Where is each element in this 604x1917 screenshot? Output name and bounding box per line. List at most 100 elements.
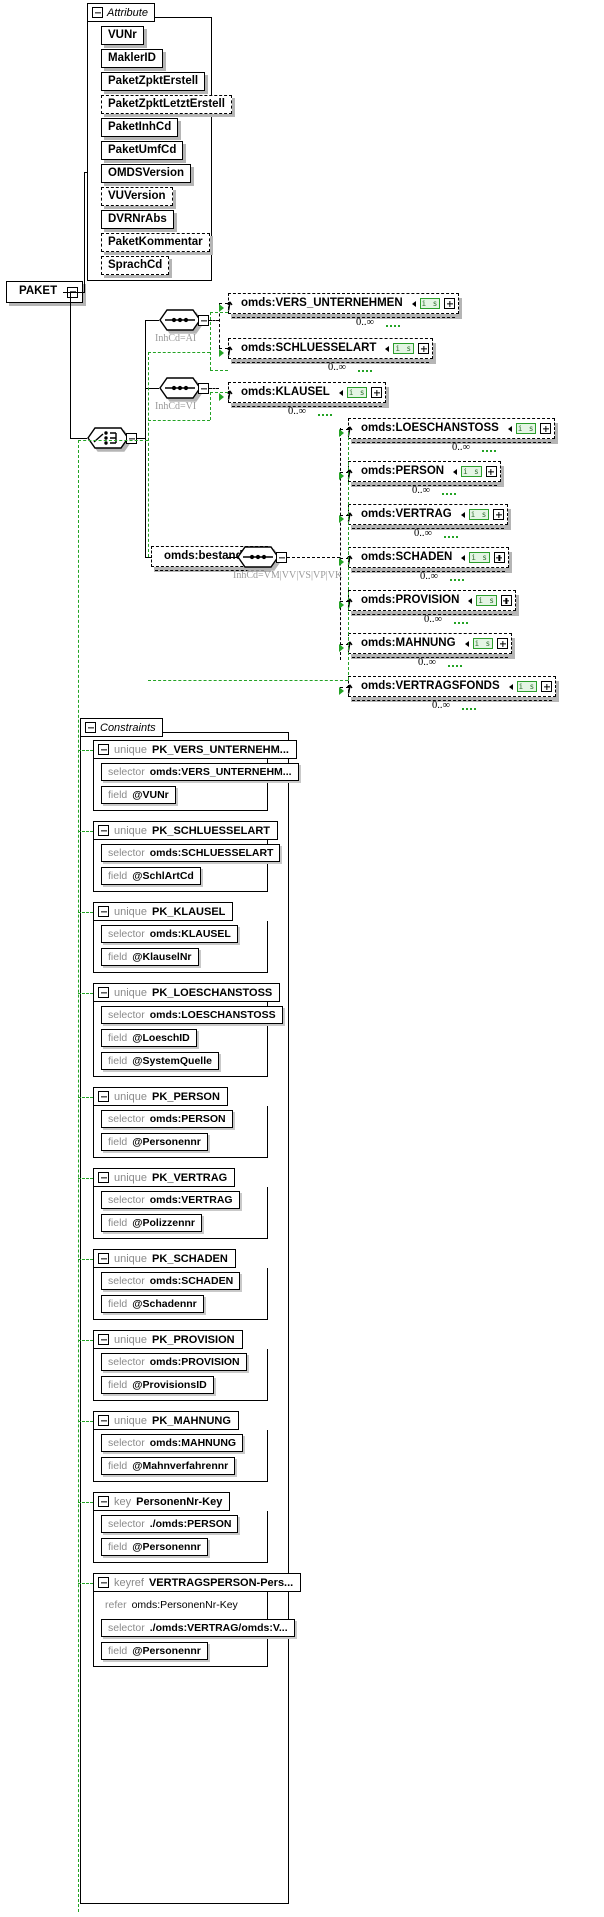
compositor-choice-main-toggle-icon[interactable] <box>126 433 137 444</box>
attribute-sprachcd[interactable]: SprachCd <box>101 256 170 275</box>
constraint-row-selector[interactable]: selector./omds:VERTRAG/omds:V... <box>101 1619 295 1637</box>
constraint-row-field[interactable]: field@KlauselNr <box>101 948 199 966</box>
constraint-row-field[interactable]: field@SchlArtCd <box>101 867 201 885</box>
type-badge: i s <box>468 509 490 520</box>
attribute-paketumfcd[interactable]: PaketUmfCd <box>101 141 184 160</box>
compositor-sequence-bestand[interactable] <box>237 546 279 568</box>
element-toggle-icon[interactable] <box>500 595 512 606</box>
attribute-dvrnrabs[interactable]: DVRNrAbs <box>101 210 174 229</box>
attribute-vuversion[interactable]: VUVersion <box>101 187 173 206</box>
attribute-paketzpktletzterstell[interactable]: PaketZpktLetztErstell <box>101 95 232 114</box>
constraints-group-toggle-icon[interactable] <box>85 722 96 733</box>
constraint-toggle-icon[interactable] <box>98 1415 109 1426</box>
element-underline <box>232 362 429 363</box>
constraint-toggle-icon[interactable] <box>98 1577 109 1588</box>
compositor-sequence-vi-toggle-icon[interactable] <box>198 383 209 394</box>
connector-seq-vi-out <box>209 388 219 389</box>
element-toggle-icon[interactable] <box>418 343 429 354</box>
attribute-paketkommentar[interactable]: PaketKommentar <box>101 233 210 252</box>
green-trace-bestand-col <box>348 432 349 680</box>
constraint-row-field[interactable]: field@Polizzennr <box>101 1214 203 1232</box>
root-element-label: PAKET <box>19 285 58 298</box>
constraint-toggle-icon[interactable] <box>98 1091 109 1102</box>
constraint-row-selector[interactable]: selector./omds:PERSON <box>101 1515 239 1533</box>
constraint-toggle-icon[interactable] <box>98 825 109 836</box>
constraint-row-field[interactable]: field@SystemQuelle <box>101 1052 219 1070</box>
attribute-paketzpkterstell[interactable]: PaketZpktErstell <box>101 72 206 91</box>
attribute-group-toggle-icon[interactable] <box>92 7 103 18</box>
constraint-row-field[interactable]: field@Schadennr <box>101 1295 204 1313</box>
element-toggle-icon[interactable] <box>541 681 553 692</box>
compositor-sequence-bestand-toggle-icon[interactable] <box>276 552 287 563</box>
constraint-toggle-icon[interactable] <box>98 1496 109 1507</box>
compositor-sequence-ai[interactable] <box>159 309 201 331</box>
seq-ai-branch-2 <box>219 348 228 349</box>
constraint-toggle-icon[interactable] <box>98 1172 109 1183</box>
element-toggle-icon[interactable] <box>540 423 552 434</box>
compositor-sequence-ai-toggle-icon[interactable] <box>198 315 209 326</box>
compositor-sequence-vi[interactable] <box>159 377 201 399</box>
constraint-toggle-icon[interactable] <box>98 906 109 917</box>
element-toggle-icon[interactable] <box>493 552 505 563</box>
constraint-row-field[interactable]: field@ProvisionsID <box>101 1376 214 1394</box>
constraint-row-field[interactable]: field@Mahnverfahrennr <box>101 1457 236 1475</box>
constraint-row-field[interactable]: field@LoeschID <box>101 1029 197 1047</box>
constraint-row-label: field <box>108 1298 128 1310</box>
constraint-toggle-icon[interactable] <box>98 987 109 998</box>
attribute-paketinhcd[interactable]: PaketInhCd <box>101 118 179 137</box>
constraint-toggle-icon[interactable] <box>98 1334 109 1345</box>
attribute-omdsversion[interactable]: OMDSVersion <box>101 164 192 183</box>
attribute-group-tab[interactable]: Attribute <box>87 3 155 22</box>
element-toggle-icon[interactable] <box>485 466 497 477</box>
element-toggle-icon[interactable] <box>497 638 509 649</box>
element-toggle-icon[interactable] <box>493 509 505 520</box>
constraint-row-field[interactable]: field@Personennr <box>101 1133 208 1151</box>
constraint-row-label: selector <box>108 1009 145 1021</box>
constraint-toggle-icon[interactable] <box>98 1253 109 1264</box>
constraint-row-field[interactable]: field@Personennr <box>101 1538 208 1556</box>
constraint-row-label: field <box>108 1645 128 1657</box>
constraint-kind-label: unique <box>114 1252 148 1265</box>
attribute-vunr[interactable]: VUNr <box>101 26 144 45</box>
constraint-toggle-icon[interactable] <box>98 744 109 755</box>
element-toggle-icon[interactable] <box>444 298 456 309</box>
element-toggle-icon[interactable] <box>371 387 383 398</box>
constraint-row-label: selector <box>108 1437 145 1449</box>
constraints-group-tab[interactable]: Constraints <box>80 718 163 737</box>
attribute-maklerid[interactable]: MaklerID <box>101 49 163 68</box>
constraint-row-field[interactable]: field@VUNr <box>101 786 176 804</box>
constraint-row-field[interactable]: field@Personennr <box>101 1642 208 1660</box>
type-badge: i s <box>476 595 497 606</box>
compositor-choice-main[interactable] <box>87 427 129 449</box>
